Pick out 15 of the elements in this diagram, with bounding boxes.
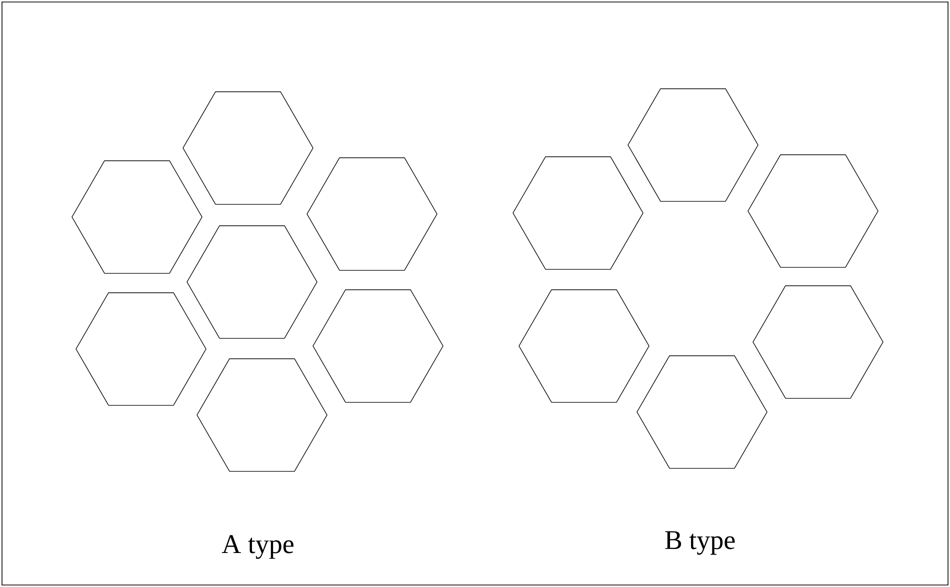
hexagon <box>628 88 758 202</box>
hexagon <box>636 355 768 469</box>
hexagon <box>512 156 644 270</box>
hexagon <box>196 358 328 472</box>
type-label: A type <box>222 535 294 559</box>
hexagon <box>186 225 318 339</box>
hexagon <box>752 285 884 399</box>
hexagon <box>312 289 444 403</box>
hexagon <box>76 292 206 406</box>
hexagon <box>72 160 202 274</box>
type-label: B type <box>665 531 735 555</box>
hexagon <box>182 91 314 205</box>
hexagon <box>306 157 438 271</box>
hexagon <box>748 154 878 268</box>
hexagon <box>518 289 650 403</box>
